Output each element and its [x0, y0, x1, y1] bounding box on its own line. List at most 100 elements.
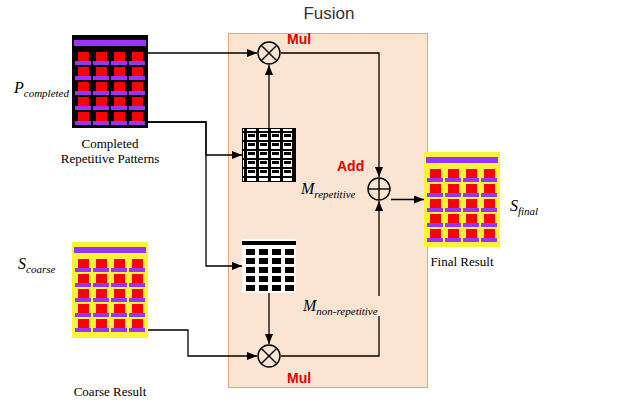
red-tile: [78, 97, 89, 106]
multiply-operator: Mul: [257, 41, 281, 65]
operator-stroke: [261, 45, 277, 61]
mask-stroke: [244, 128, 247, 182]
mask-stroke: [260, 134, 267, 137]
purple-tile: [93, 76, 109, 80]
red-tile: [430, 199, 441, 208]
purple-tile: [75, 76, 91, 80]
red-tile: [430, 229, 441, 238]
purple-tile: [129, 91, 145, 95]
purple-tile: [75, 121, 91, 125]
purple-tile: [111, 91, 127, 95]
mask-stroke: [284, 152, 291, 155]
mask-stroke: [272, 134, 279, 137]
operator-circle: [368, 178, 390, 200]
mask-block: [272, 249, 281, 255]
red-tile: [96, 97, 107, 106]
mask-border: [243, 129, 296, 182]
red-tile: [78, 319, 89, 328]
operator-circle: [258, 42, 280, 64]
purple-tile: [445, 238, 461, 242]
mask-stroke: [248, 161, 255, 164]
purple-tile: [129, 76, 145, 80]
image-caption: Final Result: [400, 254, 524, 269]
mask-stroke: [272, 161, 279, 164]
mask-block: [272, 258, 281, 264]
purple-band: [74, 40, 146, 46]
mask-block: [272, 267, 281, 273]
panel-title: Fusion: [229, 4, 429, 24]
mask-ground: [242, 128, 296, 182]
mask-block: [246, 258, 255, 264]
red-tile: [132, 97, 143, 106]
purple-tile: [445, 223, 461, 227]
purple-tile: [75, 313, 91, 317]
purple-tile: [75, 106, 91, 110]
purple-tile: [427, 223, 443, 227]
red-tile: [78, 289, 89, 298]
red-tile: [114, 67, 125, 76]
image-panel: ScoarseCoarse Result: [8, 238, 212, 402]
symbol-subscript: coarse: [26, 263, 55, 275]
red-tile: [484, 184, 495, 193]
red-tile: [78, 259, 89, 268]
operator-stroke: [378, 178, 379, 200]
purple-tile: [129, 106, 145, 110]
red-tile: [466, 199, 477, 208]
purple-tile: [93, 91, 109, 95]
symbol-label: Scoarse: [18, 254, 55, 274]
mask-stroke: [272, 170, 279, 173]
red-tile: [114, 97, 125, 106]
purple-tile: [75, 268, 91, 272]
red-tile: [466, 169, 477, 178]
red-tile: [484, 199, 495, 208]
mask-stroke: [284, 170, 291, 173]
operator-label: Mul: [287, 370, 311, 386]
red-tile: [132, 319, 143, 328]
red-tile: [96, 319, 107, 328]
add-operator: Add: [367, 177, 391, 201]
purple-tile: [75, 61, 91, 65]
purple-tile: [111, 283, 127, 287]
red-tile: [132, 82, 143, 91]
purple-tile: [463, 223, 479, 227]
mask-stroke: [284, 134, 291, 137]
mask-stroke: [272, 152, 279, 155]
mask-block: [285, 249, 294, 255]
red-tile: [448, 229, 459, 238]
mask-image: Mrepetitive: [242, 128, 296, 182]
red-tile: [78, 82, 89, 91]
operator-stroke: [261, 348, 277, 364]
mask-block: [259, 276, 268, 282]
purple-tile: [111, 76, 127, 80]
mask-image: Mnon-repetitive: [242, 239, 296, 293]
red-tile: [484, 229, 495, 238]
purple-tile: [445, 193, 461, 197]
red-tile: [132, 112, 143, 121]
symbol-label: Sfinal: [510, 196, 538, 216]
purple-tile: [75, 283, 91, 287]
red-tile: [114, 274, 125, 283]
purple-tile: [481, 178, 497, 182]
operator-label: Add: [337, 158, 364, 174]
purple-tile: [129, 121, 145, 125]
purple-tile: [129, 313, 145, 317]
mask-block: [259, 267, 268, 273]
purple-tile: [93, 283, 109, 287]
purple-tile: [427, 208, 443, 212]
red-tile: [430, 184, 441, 193]
image-caption: Completed Repetitive Patterns: [54, 136, 166, 166]
flow-arrow: [268, 65, 269, 128]
image-caption: Coarse Result: [30, 384, 190, 399]
image-illustration: [242, 128, 296, 182]
symbol-subscript: final: [518, 205, 538, 217]
mask-block: [272, 276, 281, 282]
purple-tile: [93, 328, 109, 332]
symbol-label: Mnon-repetitive: [301, 296, 380, 316]
red-tile: [430, 214, 441, 223]
red-tile: [484, 214, 495, 223]
flow-arrow: [391, 199, 424, 200]
red-tile: [132, 289, 143, 298]
purple-tile: [445, 208, 461, 212]
purple-tile: [111, 313, 127, 317]
mask-stroke: [292, 128, 295, 182]
